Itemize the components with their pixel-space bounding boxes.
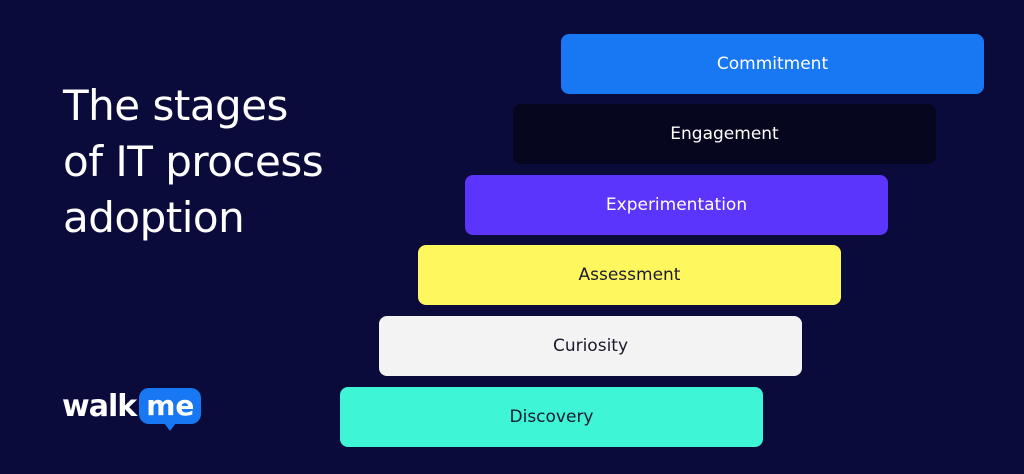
stage-label: Experimentation <box>605 195 748 215</box>
stage-discovery: Discovery <box>340 387 763 447</box>
logo-walk: walk <box>62 388 137 424</box>
page-title: The stages of IT process adoption <box>63 78 324 246</box>
stage-engagement: Engagement <box>513 104 936 164</box>
stage-label: Curiosity <box>552 336 629 356</box>
stage-commitment: Commitment <box>561 34 984 94</box>
title-line: adoption <box>63 193 245 242</box>
stage-assessment: Assessment <box>418 245 841 305</box>
logo-me-bubble: me <box>139 388 202 431</box>
walkme-logo: walk me <box>62 388 202 431</box>
stage-label: Commitment <box>716 54 829 74</box>
stage-curiosity: Curiosity <box>379 316 802 376</box>
stage-experimentation: Experimentation <box>465 175 888 235</box>
stage-label: Assessment <box>578 265 681 285</box>
title-line: The stages <box>63 81 288 130</box>
stage-label: Engagement <box>670 124 779 144</box>
title-line: of IT process <box>63 137 324 186</box>
stage-label: Discovery <box>509 407 594 427</box>
